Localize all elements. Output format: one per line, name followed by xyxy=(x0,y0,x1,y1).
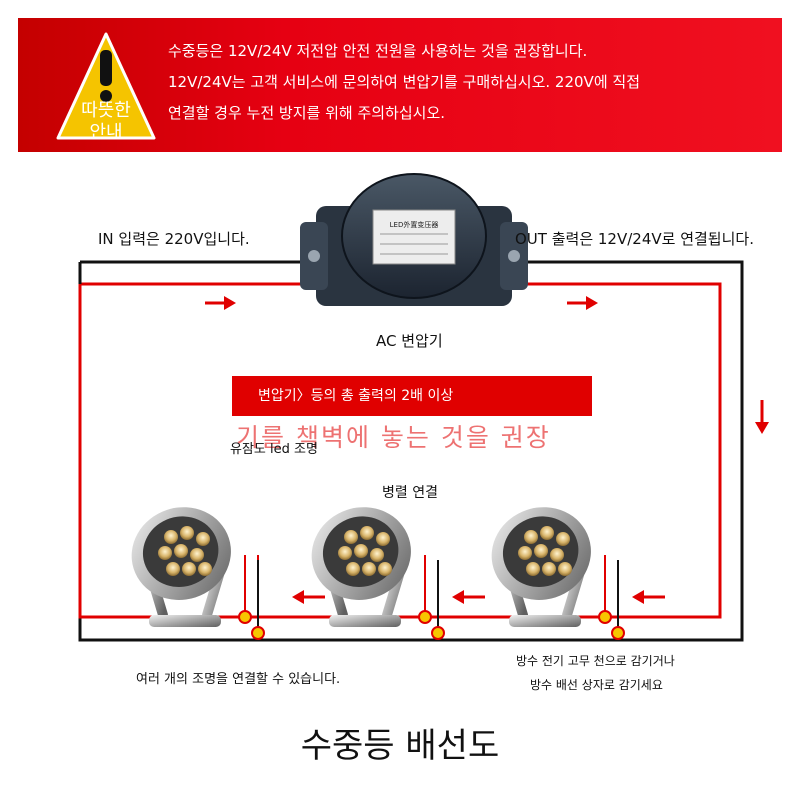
light-label: 유잠도 led 조명 xyxy=(230,442,318,457)
parallel-label: 병렬 연결 xyxy=(382,485,438,501)
underwater-light-2-icon xyxy=(311,507,411,627)
warning-label-line1: 따뜻한 xyxy=(81,100,131,121)
waterproof-note-line1: 방수 전기 고무 천으로 감기거나 xyxy=(516,654,675,668)
notice-line-3: 연결할 경우 누전 방지를 위해 주의하십시오. xyxy=(168,104,446,122)
warning-badge: 따뜻한 안내 xyxy=(54,28,158,146)
warning-triangle-icon xyxy=(56,32,156,140)
notice-line-1: 수중등은 12V/24V 저전압 안전 전원을 사용하는 것을 권장합니다. xyxy=(168,42,588,60)
current-arrows xyxy=(205,296,769,604)
transformer-plate-text: LED外置变压器 xyxy=(390,220,439,229)
underwater-light-3-icon xyxy=(491,507,591,627)
page-title: 수중등 배선도 xyxy=(300,726,500,766)
transformer-note-bar xyxy=(232,376,592,416)
notice-line-2: 12V/24V는 고객 서비스에 문의하여 변압기를 구매하십시오. 220V에… xyxy=(168,73,640,91)
out-label: OUT 출력은 12V/24V로 연결됩니다. xyxy=(515,230,754,248)
in-label: IN 입력은 220V입니다. xyxy=(98,230,250,248)
transformer-note-text: 변압기〉등의 총 출력의 2배 이상 xyxy=(258,388,454,404)
output-black-wire xyxy=(500,260,744,642)
output-red-wire xyxy=(500,282,722,619)
ghost-overlay-text: 기를 책벽에 놓는 것을 권장 xyxy=(236,423,551,452)
multi-light-note: 여러 개의 조명을 연결할 수 있습니다. xyxy=(136,672,341,687)
transformer-label: AC 변압기 xyxy=(376,332,443,350)
underwater-light-1-icon xyxy=(131,507,231,627)
waterproof-note-line2: 방수 배선 상자로 감기세요 xyxy=(530,678,663,692)
notice-text: 수중등은 12V/24V 저전압 안전 전원을 사용하는 것을 권장합니다. 1… xyxy=(168,36,778,129)
warning-label-line2: 안내 xyxy=(89,122,123,143)
connection-nodes xyxy=(238,610,625,640)
warning-banner: 따뜻한 안내 수중등은 12V/24V 저전압 안전 전원을 사용하는 것을 권… xyxy=(18,18,782,152)
ac-transformer-icon: LED外置变压器 xyxy=(300,173,528,306)
